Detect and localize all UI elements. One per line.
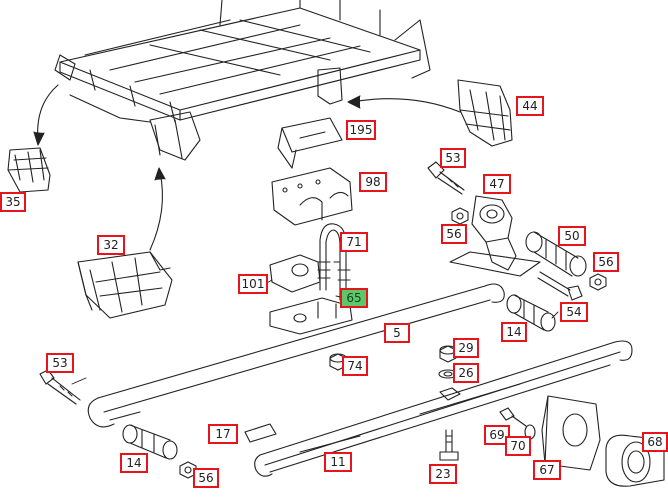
- shackle-47-drawing: [449, 195, 541, 277]
- callout-53-upper[interactable]: 53: [440, 148, 466, 168]
- callout-23[interactable]: 23: [429, 464, 457, 484]
- callout-26[interactable]: 26: [453, 363, 479, 383]
- bolt-54-drawing: [537, 271, 583, 301]
- callout-29[interactable]: 29: [453, 338, 479, 358]
- nut-56-right-drawing: [589, 273, 607, 291]
- callout-67[interactable]: 67: [533, 460, 561, 480]
- nut-56-upper-drawing: [451, 207, 469, 225]
- bushing-68-drawing: [605, 434, 665, 487]
- axle-pad-drawing: [269, 297, 353, 335]
- vehicle-frame-drawing: [54, 0, 431, 161]
- reference-arrows: [33, 84, 461, 251]
- leaf-spring-5-drawing: [87, 283, 505, 428]
- callout-56-right[interactable]: 56: [593, 252, 619, 272]
- spring-block-101-drawing: [269, 254, 321, 293]
- shim-195-drawing: [277, 117, 343, 169]
- callout-14-lower[interactable]: 14: [120, 453, 148, 473]
- callout-68[interactable]: 68: [642, 432, 668, 452]
- callout-14-upper[interactable]: 14: [501, 322, 527, 342]
- callout-32[interactable]: 32: [97, 235, 125, 255]
- bracket-35-drawing: [7, 147, 51, 193]
- pad-17-drawing: [244, 423, 277, 443]
- callout-56-upper[interactable]: 56: [441, 224, 467, 244]
- leader-lines: [71, 261, 559, 385]
- callout-195[interactable]: 195: [346, 120, 376, 140]
- bolt-53-upper-drawing: [427, 161, 465, 195]
- callout-98[interactable]: 98: [359, 172, 387, 192]
- bolt-53-lower-drawing: [39, 369, 81, 405]
- callout-70[interactable]: 70: [505, 436, 531, 456]
- callout-50[interactable]: 50: [558, 226, 586, 246]
- plate-98-drawing: [271, 167, 353, 226]
- callout-5[interactable]: 5: [384, 323, 410, 343]
- callout-101[interactable]: 101: [238, 274, 268, 294]
- callout-71[interactable]: 71: [340, 232, 368, 252]
- callout-69[interactable]: 69: [484, 425, 510, 445]
- bushing-14-upper-drawing: [506, 294, 556, 332]
- callout-44[interactable]: 44: [516, 96, 544, 116]
- callout-47[interactable]: 47: [483, 174, 511, 194]
- callout-35[interactable]: 35: [0, 192, 26, 212]
- callout-74[interactable]: 74: [342, 356, 368, 376]
- bracket-32-drawing: [77, 251, 173, 319]
- bracket-44-drawing: [457, 79, 513, 147]
- leaf-spring-11-drawing: [254, 340, 633, 477]
- callout-17[interactable]: 17: [208, 424, 238, 444]
- bushing-50-drawing: [525, 231, 587, 277]
- callout-56-lower[interactable]: 56: [193, 468, 219, 488]
- bushing-14-lower-drawing: [122, 424, 178, 460]
- bracket-67-drawing: [541, 395, 601, 471]
- bolt-23-drawing: [439, 429, 459, 461]
- callout-54[interactable]: 54: [560, 302, 588, 322]
- callout-53-lower[interactable]: 53: [46, 353, 74, 373]
- callout-11[interactable]: 11: [324, 452, 352, 472]
- callout-65-highlighted[interactable]: 65: [340, 288, 368, 308]
